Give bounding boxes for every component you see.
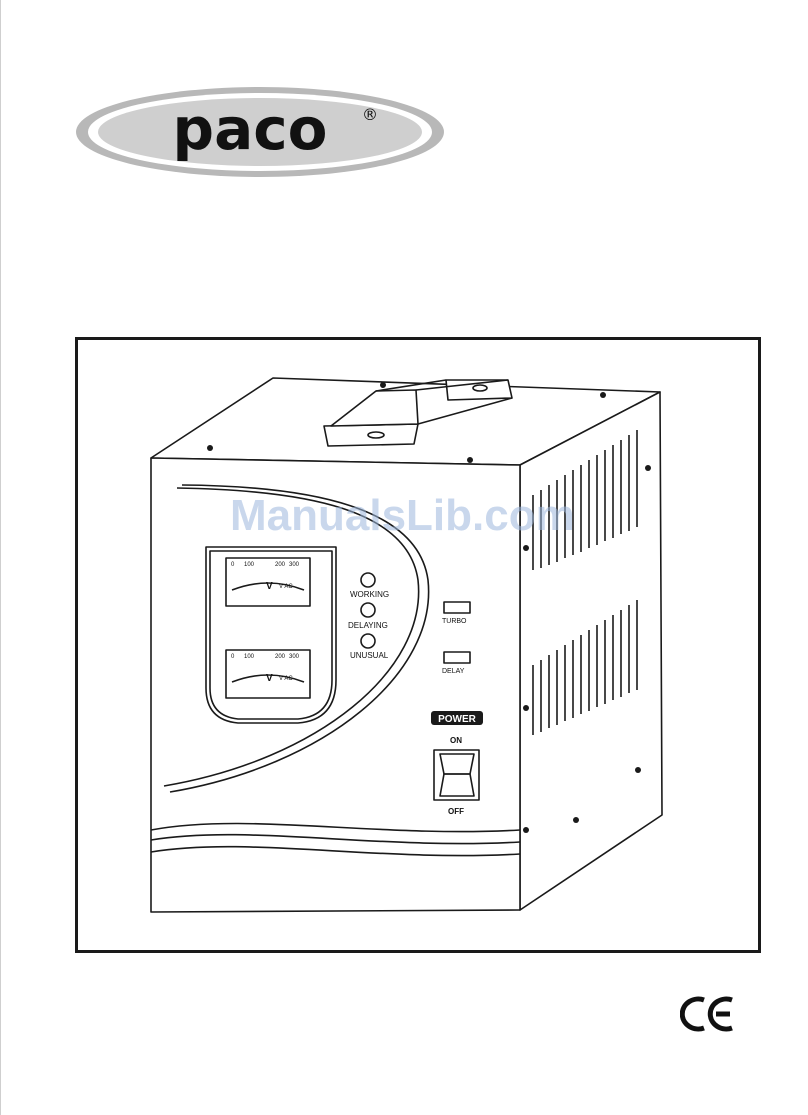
meter-2-scale-200: 200 [275, 654, 286, 660]
meter-2-scale-100: 100 [244, 654, 255, 660]
power-on-label: ON [450, 736, 462, 745]
delay-button-label: DELAY [442, 668, 465, 675]
working-indicator-label: WORKING [350, 590, 389, 599]
logo-text: paco [173, 95, 328, 163]
meter-2-caption: V AC [279, 676, 293, 682]
registered-mark: ® [362, 105, 378, 124]
meter-2-scale-300: 300 [289, 654, 300, 660]
meter-1-scale-100: 100 [244, 562, 255, 568]
power-label-badge [431, 711, 483, 725]
watermark-text: ManualsLib.com [230, 491, 575, 540]
delaying-indicator-label: DELAYING [348, 621, 388, 630]
power-label: POWER [438, 714, 477, 725]
ce-certification-mark [680, 996, 733, 1032]
product-illustration-frame: 0 100 200 300 V V AC 0 100 200 300 V V A… [75, 337, 761, 953]
meter-2-unit: V [266, 673, 273, 684]
meter-1-scale-300: 300 [289, 562, 300, 568]
meter-1-unit: V [266, 581, 273, 592]
meter-1-scale-0: 0 [231, 562, 235, 568]
unusual-indicator-label: UNUSUAL [350, 651, 389, 660]
meter-1-scale-200: 200 [275, 562, 286, 568]
turbo-button-label: TURBO [442, 618, 467, 625]
power-off-label: OFF [448, 807, 464, 816]
meter-1-caption: V AC [279, 584, 293, 590]
meter-2-scale-0: 0 [231, 654, 235, 660]
paco-logo: paco ® [76, 87, 444, 177]
voltage-stabilizer-illustration: 0 100 200 300 V V AC 0 100 200 300 V V A… [150, 377, 663, 913]
